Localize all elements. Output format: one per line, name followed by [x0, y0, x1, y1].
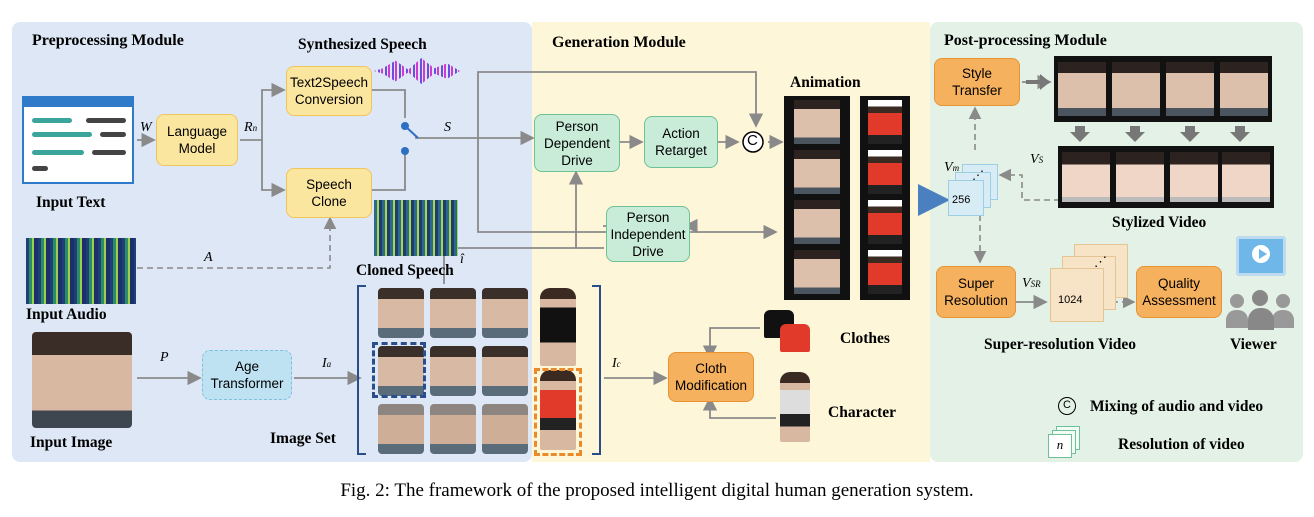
animation-frame: [868, 200, 902, 244]
postprocessing-title: Post-processing Module: [944, 32, 1107, 49]
selected-face-highlight: [372, 342, 426, 398]
selected-body-highlight: [534, 368, 582, 456]
style-transfer-box: Style Transfer: [934, 58, 1020, 106]
image-set-face: [378, 288, 424, 338]
var-vsr: VSR: [1022, 276, 1041, 291]
var-s: S: [444, 120, 451, 135]
res-256-label: 256: [952, 194, 971, 206]
animation-frame: [794, 150, 840, 194]
age-transformer-box: Age Transformer: [202, 350, 292, 400]
var-vs: VS: [1030, 152, 1044, 167]
input-text-label: Input Text: [36, 194, 106, 211]
video-frame: [1220, 62, 1268, 116]
stylized-frame: [1116, 152, 1164, 202]
var-p: P: [160, 350, 169, 365]
full-body-image: [540, 288, 576, 366]
monitor-play-icon: [1236, 236, 1286, 276]
preprocessing-title: Preprocessing Module: [32, 32, 184, 49]
var-a: A: [204, 250, 213, 265]
viewer-label: Viewer: [1230, 336, 1277, 353]
image-set-face: [430, 288, 476, 338]
resolution-layer: [1050, 268, 1104, 322]
video-frame: [1058, 62, 1106, 116]
synthesized-speech-label: Synthesized Speech: [298, 36, 427, 53]
var-ia: Ia: [322, 356, 332, 371]
image-set-face: [430, 404, 476, 454]
input-text-document: [22, 96, 134, 184]
res-256-dots: ⋰: [972, 168, 984, 182]
animation-label: Animation: [790, 74, 861, 91]
language-model-box: Language Model: [156, 114, 238, 166]
var-vm: Vm: [944, 160, 960, 175]
viewer-people-icon: [1226, 290, 1296, 332]
stylized-video-label: Stylized Video: [1112, 214, 1207, 231]
quality-assessment-box: Quality Assessment: [1136, 266, 1222, 318]
image-set-bracket: [357, 285, 601, 455]
image-set-face: [430, 346, 476, 396]
cloned-speech-spectrogram: [374, 200, 458, 256]
animation-frame: [868, 100, 902, 144]
image-set-face: [482, 346, 528, 396]
clothes-label: Clothes: [840, 330, 890, 347]
super-resolution-box: Super Resolution: [936, 266, 1016, 318]
image-set-face: [378, 346, 424, 396]
speech-clone-box: Speech Clone: [286, 168, 372, 218]
character-image: [780, 372, 810, 442]
legend-resolution-label: Resolution of video: [1118, 436, 1245, 453]
legend-mix-icon: C: [1058, 397, 1076, 415]
animation-frame: [794, 100, 840, 144]
cloned-speech-label: Cloned Speech: [356, 262, 454, 279]
input-audio-spectrogram: [26, 238, 136, 304]
generation-title: Generation Module: [552, 34, 686, 51]
character-label: Character: [828, 404, 896, 421]
full-body-image-red: [540, 370, 576, 450]
legend-resolution-icon: n: [1048, 426, 1082, 458]
clothes-image: [764, 310, 810, 354]
mix-symbol: C: [747, 132, 758, 149]
resolution-layer: [948, 180, 984, 216]
var-ihat: î: [460, 252, 464, 267]
res-1024-label: 1024: [1058, 294, 1083, 306]
input-image: [32, 332, 132, 428]
person-dependent-drive-box: Person Dependent Drive: [534, 114, 620, 172]
res-1024-dots: ⋰: [1094, 254, 1107, 269]
video-frame: [1166, 62, 1214, 116]
figure-caption: Fig. 2: The framework of the proposed in…: [340, 480, 974, 501]
image-set-label: Image Set: [270, 430, 336, 447]
video-frame: [1112, 62, 1160, 116]
stylized-frame: [1222, 152, 1270, 202]
legend-mix-label: Mixing of audio and video: [1090, 398, 1264, 415]
var-ic: Ic: [612, 356, 621, 371]
animation-frame: [794, 250, 840, 294]
var-w: W: [140, 120, 152, 135]
image-set-face: [482, 404, 528, 454]
person-independent-drive-box: Person Independent Drive: [606, 206, 690, 262]
image-set-face: [482, 288, 528, 338]
var-rn: Rn: [244, 120, 258, 135]
text2speech-box: Text2Speech Conversion: [286, 66, 372, 116]
animation-frame: [794, 200, 840, 244]
cloth-modification-box: Cloth Modification: [668, 352, 754, 402]
action-retarget-box: Action Retarget: [644, 116, 718, 168]
animation-frame: [868, 250, 902, 294]
animation-frame: [868, 150, 902, 194]
stylized-frame: [1062, 152, 1110, 202]
super-resolution-video-label: Super-resolution Video: [984, 336, 1137, 353]
input-audio-label: Input Audio: [26, 306, 107, 323]
image-set-face: [378, 404, 424, 454]
input-image-label: Input Image: [30, 434, 113, 451]
stylized-frame: [1170, 152, 1218, 202]
